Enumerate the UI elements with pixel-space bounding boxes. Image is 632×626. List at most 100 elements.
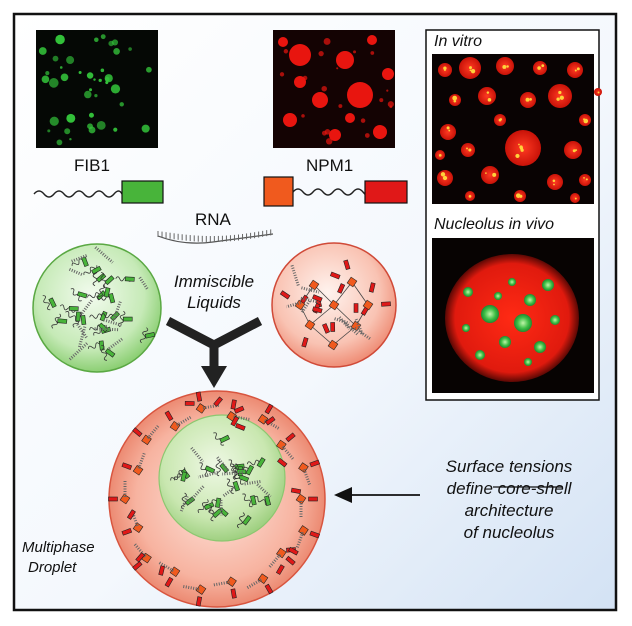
rna-segment	[158, 561, 175, 573]
protein-domain	[144, 331, 156, 339]
fib1-droplet	[52, 55, 59, 62]
protein-domain	[195, 596, 203, 607]
fib1-droplet	[96, 120, 106, 130]
protein-domain	[108, 292, 116, 304]
protein-domain	[158, 565, 166, 576]
rna-segment	[281, 445, 295, 460]
rna-segment	[344, 322, 359, 336]
protein-domain	[288, 546, 299, 556]
npm1-droplet	[283, 113, 297, 127]
npm1-droplet	[364, 133, 370, 138]
rna-segment	[183, 584, 200, 591]
protein-domain	[195, 391, 203, 402]
fib1-droplet	[59, 66, 63, 69]
protein-domain	[276, 547, 287, 559]
fib1-droplet	[57, 36, 61, 40]
in-vitro-core	[553, 183, 555, 186]
protein-domain	[132, 427, 143, 437]
npm1-droplet	[373, 125, 387, 139]
in-vitro-core	[576, 67, 580, 71]
npm1-droplet	[338, 104, 343, 109]
npm1-droplet	[336, 67, 339, 70]
protein-domain	[68, 306, 79, 312]
fib1-droplet	[128, 47, 132, 51]
rna-segment	[213, 580, 230, 587]
merge-arrow	[165, 317, 263, 388]
fib1-droplet	[100, 34, 106, 40]
tension-line-4: of nucleolus	[463, 523, 555, 542]
protein-domain	[235, 423, 246, 431]
npm1-droplet	[347, 82, 373, 108]
protein-domain	[230, 399, 237, 410]
protein-domain	[322, 323, 331, 334]
fib1-droplet	[104, 74, 113, 83]
protein-domain	[108, 496, 118, 502]
protein-domain	[104, 275, 115, 286]
fib1-tail	[42, 295, 51, 311]
protein-domain	[353, 303, 359, 313]
fib1-droplet	[38, 47, 47, 55]
protein-domain	[169, 420, 181, 432]
fib1-droplet	[60, 73, 69, 82]
in-vivo-granule	[475, 350, 485, 360]
fib1-droplet	[55, 34, 65, 45]
fib1-droplet	[45, 71, 50, 76]
protein-domain	[257, 573, 269, 584]
fib1-droplet	[146, 66, 152, 73]
protein-domain	[327, 339, 339, 351]
rna-segment	[302, 468, 312, 485]
npm1-droplet	[382, 68, 394, 80]
in-vitro-core	[520, 148, 524, 152]
fib1-droplet	[66, 56, 75, 65]
in-vitro-core	[519, 145, 523, 149]
in-vitro-core	[537, 66, 541, 70]
in-vitro-droplet	[579, 174, 591, 186]
fib1-droplet	[47, 129, 51, 133]
fib1-label: FIB1	[74, 156, 110, 175]
in-vitro-core	[558, 90, 562, 95]
protein-domain	[343, 259, 351, 271]
npm1-droplet	[279, 72, 285, 77]
npm1-droplet	[379, 98, 384, 103]
tension-line-2: define core-shell	[424, 478, 594, 500]
protein-domain	[265, 416, 276, 426]
in-vitro-core	[502, 64, 507, 69]
npm1-droplet	[302, 75, 308, 81]
rna-segment	[301, 286, 320, 294]
protein-domain	[213, 396, 223, 407]
fib1-tail	[213, 432, 225, 446]
rna-segment	[290, 264, 300, 287]
protein-domain	[256, 457, 266, 468]
protein-domain	[80, 314, 87, 326]
protein-domain	[164, 410, 174, 422]
in-vitro-core	[506, 65, 509, 68]
tension-define: define	[446, 479, 498, 498]
in-vitro-droplet	[547, 174, 563, 190]
rna-segment	[216, 456, 229, 472]
npm1-droplet	[386, 89, 389, 92]
npm1-link	[309, 304, 335, 326]
protein-domain	[309, 530, 321, 539]
npm1-droplet	[387, 101, 394, 108]
immiscible-label: Immiscible Liquids	[163, 271, 265, 313]
fib1-micrograph	[36, 30, 158, 148]
green-droplet	[32, 243, 162, 373]
npm1-link	[332, 325, 357, 346]
in-vitro-droplet	[440, 124, 456, 140]
rna-segment	[107, 337, 123, 351]
in-vitro-core	[597, 91, 600, 94]
protein-domain	[264, 495, 272, 506]
fib1-tail	[59, 304, 76, 313]
fib1-tail	[100, 272, 107, 289]
in-vitro-core	[469, 66, 472, 70]
rna-segment	[179, 495, 189, 513]
protein-domain	[122, 316, 133, 322]
rna-segment	[256, 483, 272, 498]
fib1-tail	[97, 284, 106, 301]
npm1-droplet	[312, 92, 328, 108]
in-vitro-core	[446, 126, 450, 130]
rna-segment	[285, 301, 302, 309]
protein-domain	[75, 311, 81, 322]
fib1-tail	[232, 463, 238, 480]
